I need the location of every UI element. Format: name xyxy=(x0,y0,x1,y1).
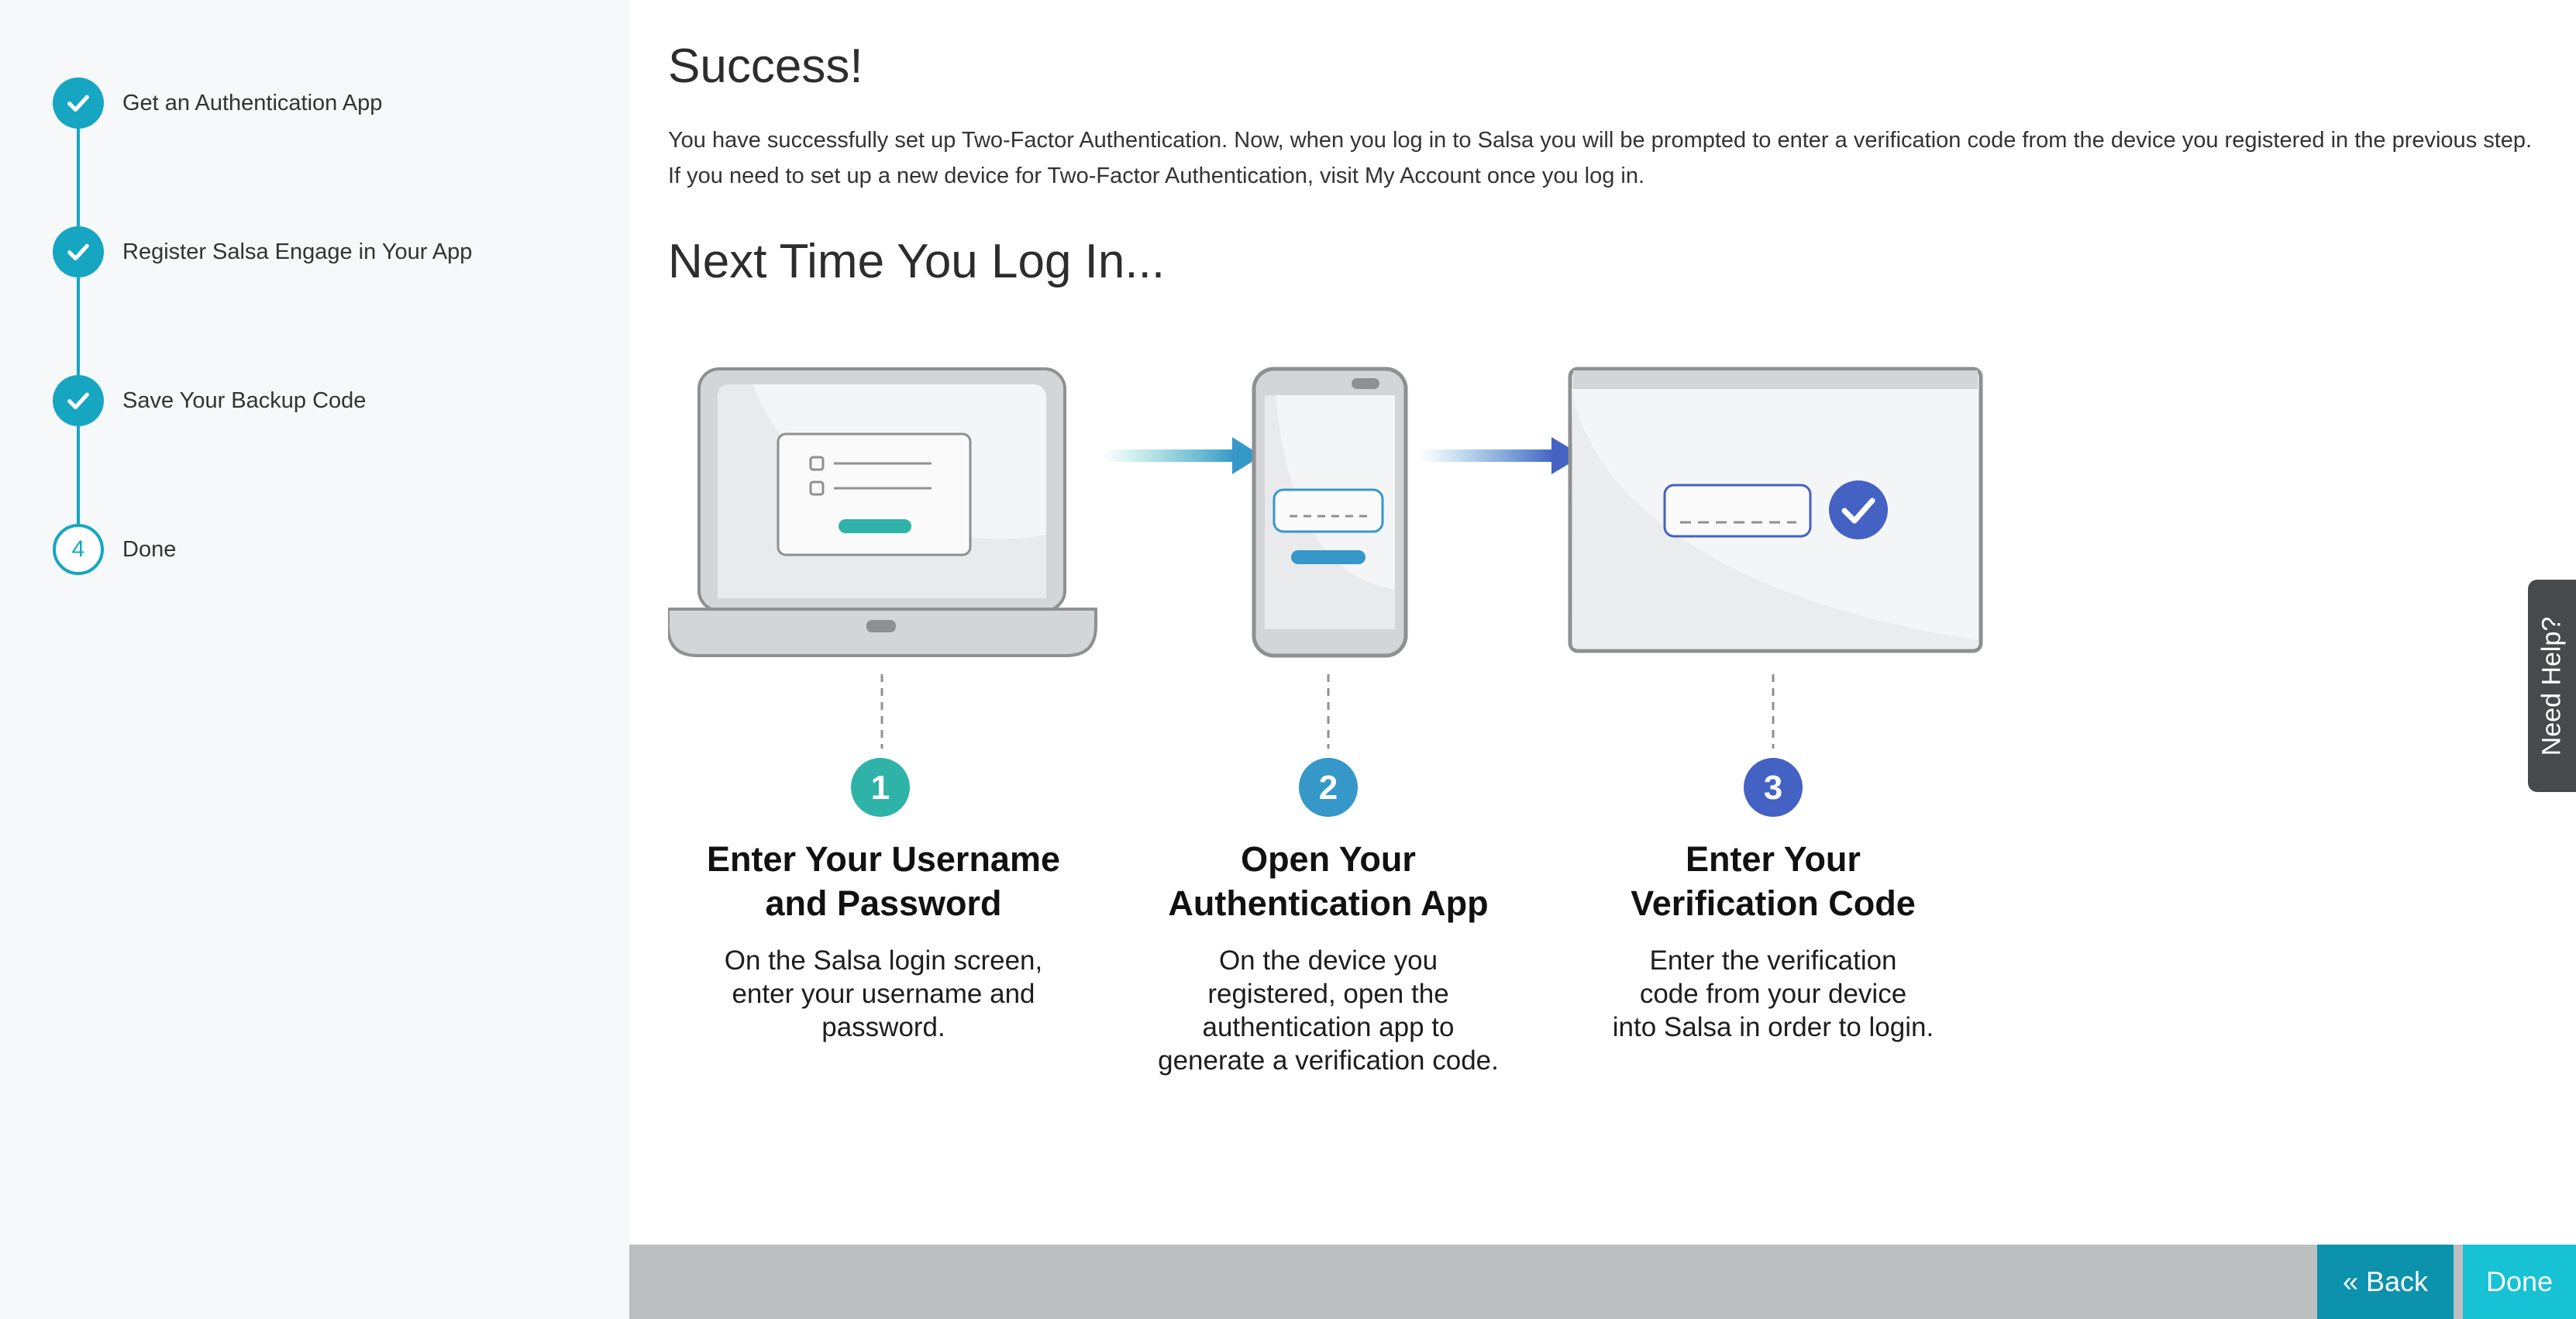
sidebar-step-label: Done xyxy=(122,536,177,562)
arrow-right-icon xyxy=(1102,437,1262,474)
svg-text:2: 2 xyxy=(1319,769,1338,807)
sidebar-step-register[interactable]: Register Salsa Engage in Your App xyxy=(53,226,472,277)
instruction-step-description: On the Salsa login screen, enter your us… xyxy=(682,944,1085,1044)
desc-line: password. xyxy=(821,1012,945,1042)
desc-line: authentication app to xyxy=(1202,1012,1455,1042)
instruction-step-description: On the device you registered, open the a… xyxy=(1127,944,1530,1077)
title-line: Enter Your Username xyxy=(707,839,1060,879)
login-flow-illustration xyxy=(668,367,1983,658)
back-button[interactable]: « Back xyxy=(2317,1245,2454,1319)
svg-text:1: 1 xyxy=(871,769,890,807)
step-number-badge: 4 xyxy=(53,524,104,575)
footer-bar: « Back Done xyxy=(629,1245,2576,1319)
main-content: Success! You have successfully set up Tw… xyxy=(629,0,2576,1245)
laptop-icon xyxy=(668,367,1097,657)
arrow-right-icon xyxy=(1420,437,1582,474)
step-connector xyxy=(77,277,80,375)
desc-line: registered, open the xyxy=(1207,979,1449,1009)
desc-line: into Salsa in order to login. xyxy=(1612,1012,1934,1042)
instruction-step-1: Enter Your Username and Password On the … xyxy=(682,837,1085,1044)
need-help-label: Need Help? xyxy=(2536,616,2567,756)
need-help-tab[interactable]: Need Help? xyxy=(2528,580,2576,792)
done-button[interactable]: Done xyxy=(2463,1245,2576,1319)
instruction-step-3: Enter Your Verification Code Enter the v… xyxy=(1572,837,1975,1044)
sidebar-step-done[interactable]: 4 Done xyxy=(53,524,176,575)
step-number-3-badge: 3 xyxy=(1744,758,1803,817)
svg-text:3: 3 xyxy=(1764,769,1782,807)
step-number-1-badge: 1 xyxy=(851,758,910,817)
sidebar-step-label: Get an Authentication App xyxy=(122,90,383,115)
instruction-step-2: Open Your Authentication App On the devi… xyxy=(1127,837,1530,1077)
page-title: Success! xyxy=(668,40,863,93)
step-number-2-badge: 2 xyxy=(1299,758,1358,817)
desc-line: On the device you xyxy=(1218,945,1438,976)
instruction-step-description: Enter the verification code from your de… xyxy=(1572,944,1975,1044)
title-line: Verification Code xyxy=(1631,883,1916,923)
instruction-step-title: Enter Your Username and Password xyxy=(682,837,1085,925)
sidebar-step-label: Register Salsa Engage in Your App xyxy=(122,239,473,264)
step-connector xyxy=(77,426,80,524)
success-message: You have successfully set up Two-Factor … xyxy=(668,122,2543,194)
desc-line: Enter the verification xyxy=(1649,945,1897,976)
desc-line: code from your device xyxy=(1639,979,1907,1009)
section-title: Next Time You Log In... xyxy=(668,235,1166,288)
title-line: and Password xyxy=(765,883,1002,923)
sidebar-step-get-app[interactable]: Get an Authentication App xyxy=(53,77,382,129)
browser-window-icon xyxy=(1568,367,1983,653)
success-message-line: If you need to set up a new device for T… xyxy=(668,164,1645,188)
instruction-step-title: Enter Your Verification Code xyxy=(1572,837,1975,925)
check-icon xyxy=(53,77,104,129)
check-icon xyxy=(53,226,104,277)
title-line: Open Your xyxy=(1241,839,1416,879)
sidebar-step-label: Save Your Backup Code xyxy=(122,387,367,413)
check-icon xyxy=(53,375,104,426)
step-connector xyxy=(77,129,80,226)
desc-line: generate a verification code. xyxy=(1158,1045,1499,1076)
sidebar: Get an Authentication App Register Salsa… xyxy=(0,0,629,1319)
title-line: Enter Your xyxy=(1686,839,1861,879)
instruction-step-title: Open Your Authentication App xyxy=(1127,837,1530,925)
step-connectors xyxy=(880,674,1775,749)
sidebar-step-backup-code[interactable]: Save Your Backup Code xyxy=(53,375,366,426)
phone-icon xyxy=(1252,367,1408,658)
title-line: Authentication App xyxy=(1168,883,1489,923)
desc-line: enter your username and xyxy=(732,979,1035,1009)
success-message-line: You have successfully set up Two-Factor … xyxy=(668,128,2533,153)
desc-line: On the Salsa login screen, xyxy=(724,945,1043,976)
